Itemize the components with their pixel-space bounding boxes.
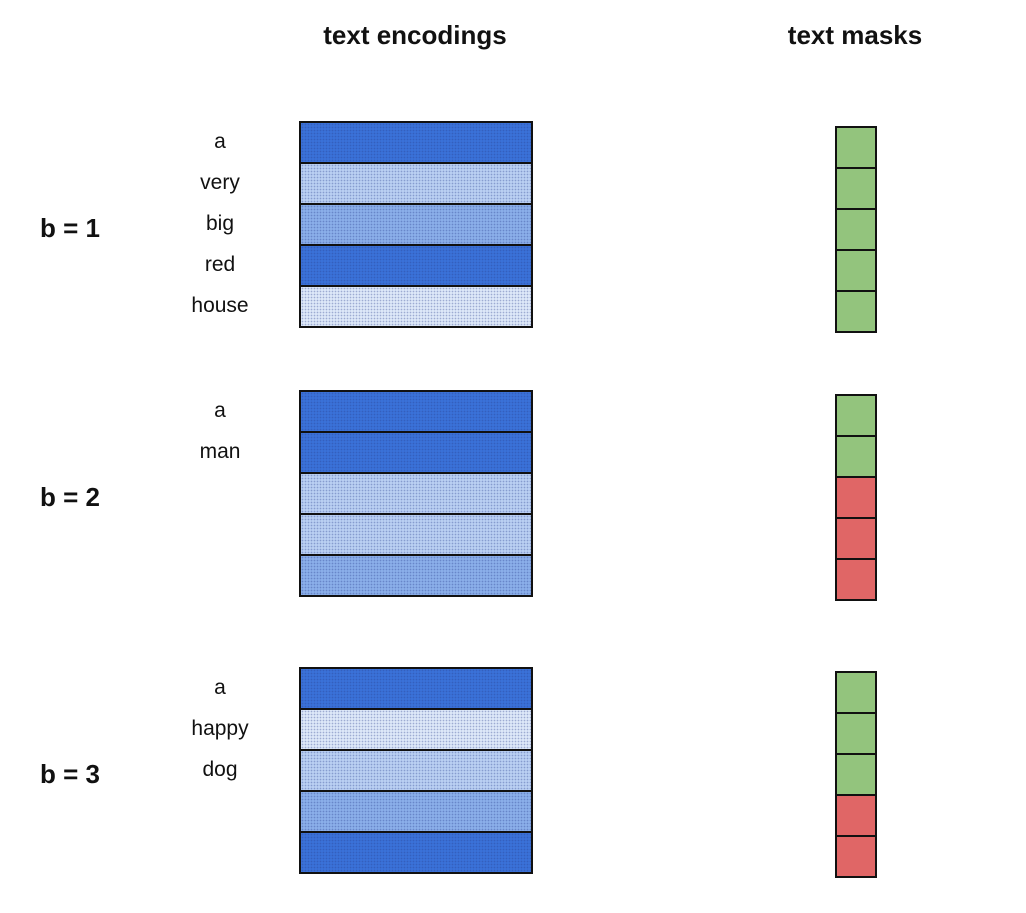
encoding-row	[301, 710, 531, 751]
mask-cell-valid	[837, 714, 875, 755]
mask-cell-valid	[837, 169, 875, 210]
encoding-row	[301, 556, 531, 597]
encoding-row	[301, 246, 531, 287]
token-label: happy	[191, 717, 249, 740]
token-label: red	[204, 253, 236, 276]
batch-label: b = 1	[40, 213, 100, 243]
encoding-row	[301, 833, 531, 874]
text-encoding-block	[299, 390, 533, 597]
encoding-row	[301, 474, 531, 515]
mask-cell-valid	[837, 396, 875, 437]
text-mask-block	[835, 394, 877, 601]
mask-cell-valid	[837, 251, 875, 292]
mask-cell-valid	[837, 292, 875, 333]
token-label: a	[214, 130, 226, 153]
batch-label: b = 3	[40, 759, 100, 789]
text-mask-block	[835, 126, 877, 333]
encoding-row	[301, 669, 531, 710]
token-label: a	[214, 676, 226, 699]
mask-cell-valid	[837, 755, 875, 796]
token-label: man	[199, 440, 241, 463]
mask-cell-padding	[837, 519, 875, 560]
token-label: a	[214, 399, 226, 422]
mask-cell-valid	[837, 210, 875, 251]
mask-cell-padding	[837, 478, 875, 519]
mask-cell-padding	[837, 837, 875, 878]
encoding-row	[301, 205, 531, 246]
batch-label: b = 2	[40, 482, 100, 512]
mask-cell-valid	[837, 128, 875, 169]
token-label: house	[191, 294, 249, 317]
text-mask-block	[835, 671, 877, 878]
encoding-row	[301, 392, 531, 433]
text-encoding-block	[299, 667, 533, 874]
encoding-row	[301, 433, 531, 474]
encoding-row	[301, 164, 531, 205]
header-text-masks: text masks	[787, 20, 923, 50]
token-label: very	[200, 171, 240, 194]
mask-cell-valid	[837, 437, 875, 478]
token-label: dog	[202, 758, 238, 781]
encoding-row	[301, 792, 531, 833]
encoding-row	[301, 287, 531, 328]
encoding-row	[301, 123, 531, 164]
token-label: big	[205, 212, 235, 235]
encoding-row	[301, 751, 531, 792]
mask-cell-padding	[837, 796, 875, 837]
mask-cell-valid	[837, 673, 875, 714]
header-text-encodings: text encodings	[323, 20, 507, 50]
mask-cell-padding	[837, 560, 875, 601]
encoding-row	[301, 515, 531, 556]
text-encoding-block	[299, 121, 533, 328]
